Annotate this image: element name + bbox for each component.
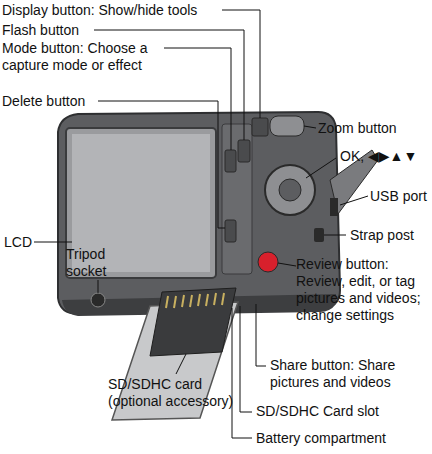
zoom-callout: Zoom button xyxy=(318,120,428,137)
delete-button xyxy=(225,220,236,242)
strap-callout: Strap post xyxy=(350,227,430,244)
card-callout: SD/SDHC card (optional accessory) xyxy=(108,376,258,410)
delete-callout: Delete button xyxy=(2,93,112,110)
mode-button xyxy=(225,150,236,172)
mode-callout: Mode button: Choose a capture mode or ef… xyxy=(2,40,172,74)
button-strip xyxy=(222,124,252,274)
tripod-socket xyxy=(91,293,105,307)
control-pad xyxy=(265,165,315,215)
slot-callout: SD/SDHC Card slot xyxy=(256,403,430,420)
leader-lines xyxy=(34,10,368,438)
usb-port xyxy=(330,198,338,216)
battery-callout: Battery compartment xyxy=(256,430,430,447)
usb-callout: USB port xyxy=(370,188,430,205)
flash-button xyxy=(238,140,250,162)
tripod-callout: Tripod socket xyxy=(66,246,130,280)
share-callout: Share button: Share pictures and videos xyxy=(270,357,430,391)
sd-contacts xyxy=(166,293,224,308)
flash-callout: Flash button xyxy=(2,22,102,39)
display-callout: Display button: Show/hide tools xyxy=(2,2,232,19)
strap-post xyxy=(314,228,324,242)
display-button xyxy=(252,118,268,136)
ok-button xyxy=(279,179,301,201)
zoom-button xyxy=(270,116,304,136)
lcd-callout: LCD xyxy=(4,234,44,251)
review-button xyxy=(258,252,278,272)
ok-callout: OK, ◀▶▲▼ xyxy=(340,148,428,165)
review-callout: Review button: Review, edit, or tag pict… xyxy=(296,256,430,324)
sd-card xyxy=(150,288,236,356)
